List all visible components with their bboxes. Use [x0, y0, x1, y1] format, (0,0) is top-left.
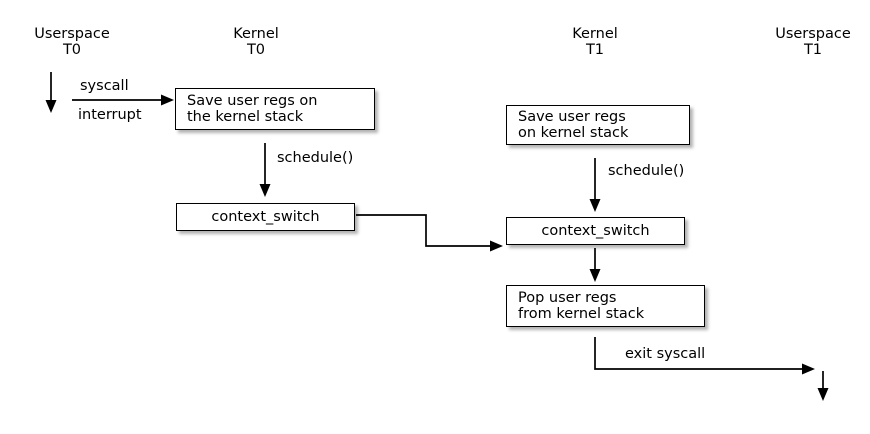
syscall-label: syscall — [80, 78, 129, 94]
box-line: on kernel stack — [518, 125, 629, 141]
box-line: from kernel stack — [518, 306, 645, 322]
schedule-arrow-t1 — [589, 158, 601, 212]
column-header-kernel-t1: Kernel T1 — [572, 26, 618, 58]
column-header-line1: Kernel — [572, 26, 618, 42]
box-save-user-regs-t1[interactable]: Save user regs on kernel stack — [506, 105, 690, 145]
column-header-line1: Userspace — [34, 26, 110, 42]
column-header-userspace-t1: Userspace T1 — [775, 26, 851, 58]
box-line: Save user regs — [518, 108, 626, 125]
box-line: the kernel stack — [187, 109, 304, 125]
box-line: context_switch — [211, 208, 320, 225]
column-header-line2: T1 — [803, 42, 823, 58]
column-header-line1: Kernel — [233, 26, 279, 42]
box-save-user-regs-t0[interactable]: Save user regs on the kernel stack — [175, 88, 375, 130]
column-header-line2: T0 — [62, 42, 82, 58]
column-header-kernel-t0: Kernel T0 — [233, 26, 279, 58]
box-line: Pop user regs — [518, 289, 617, 306]
schedule-label-t1: schedule() — [608, 163, 685, 179]
schedule-arrow-t0 — [259, 143, 271, 197]
exit-syscall-label: exit syscall — [625, 346, 706, 362]
context-switch-link-arrow — [356, 214, 503, 252]
box-pop-user-regs-t1[interactable]: Pop user regs from kernel stack — [506, 285, 705, 327]
column-header-line1: Userspace — [775, 26, 851, 42]
column-header-userspace-t0: Userspace T0 — [34, 26, 110, 58]
column-header-line2: T1 — [585, 42, 605, 58]
column-header-line2: T0 — [246, 42, 266, 58]
userspace-t1-exit-arrow — [817, 371, 829, 401]
syscall-interrupt-arrow — [72, 94, 174, 106]
box-line: context_switch — [541, 222, 650, 239]
interrupt-label: interrupt — [78, 107, 142, 123]
userspace-t0-entry-arrow — [45, 72, 57, 113]
context-switch-to-pop-arrow — [589, 248, 601, 282]
box-context-switch-t0[interactable]: context_switch — [176, 203, 355, 231]
box-line: Save user regs on — [187, 92, 318, 109]
schedule-label-t0: schedule() — [277, 150, 354, 166]
box-context-switch-t1[interactable]: context_switch — [506, 217, 685, 245]
